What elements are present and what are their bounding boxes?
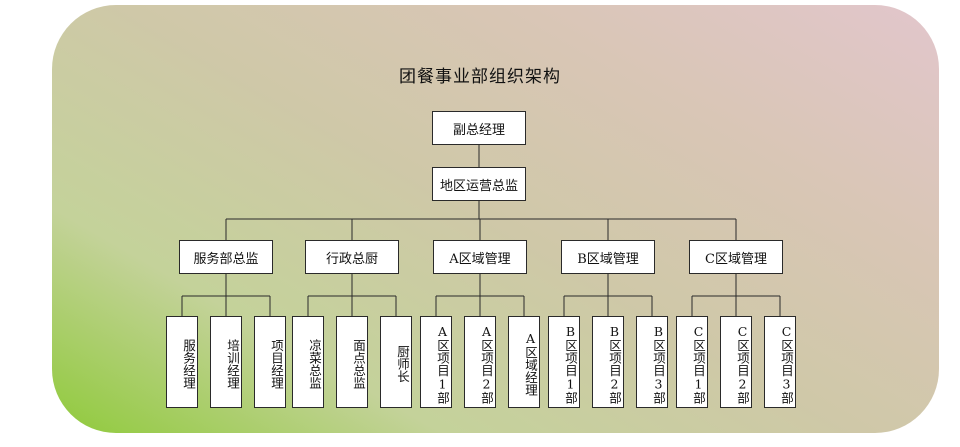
child-node: B区项目1部 (548, 316, 580, 408)
child-node: B区项目2部 (592, 316, 624, 408)
department-node: C区域管理 (689, 240, 783, 274)
child-node: C区项目3部 (764, 316, 796, 408)
child-node: A区项目2部 (464, 316, 496, 408)
child-node: A区项目1部 (420, 316, 452, 408)
node-root: 副总经理 (432, 111, 526, 145)
child-node: 服务经理 (166, 316, 198, 408)
child-node: A区域经理 (508, 316, 540, 408)
chart-title: 团餐事业部组织架构 (399, 67, 561, 87)
child-node: 面点总监 (336, 316, 368, 408)
child-node: C区项目2部 (720, 316, 752, 408)
child-node: 厨师长 (380, 316, 412, 408)
department-node: 服务部总监 (179, 240, 273, 274)
child-node: 培训经理 (210, 316, 242, 408)
child-node: B区项目3部 (636, 316, 668, 408)
department-node: B区域管理 (561, 240, 655, 274)
department-node: 行政总厨 (305, 240, 399, 274)
child-node: 项目经理 (254, 316, 286, 408)
child-node: C区项目1部 (676, 316, 708, 408)
node-level2: 地区运营总监 (432, 167, 526, 201)
department-node: A区域管理 (433, 240, 527, 274)
child-node: 凉菜总监 (292, 316, 324, 408)
